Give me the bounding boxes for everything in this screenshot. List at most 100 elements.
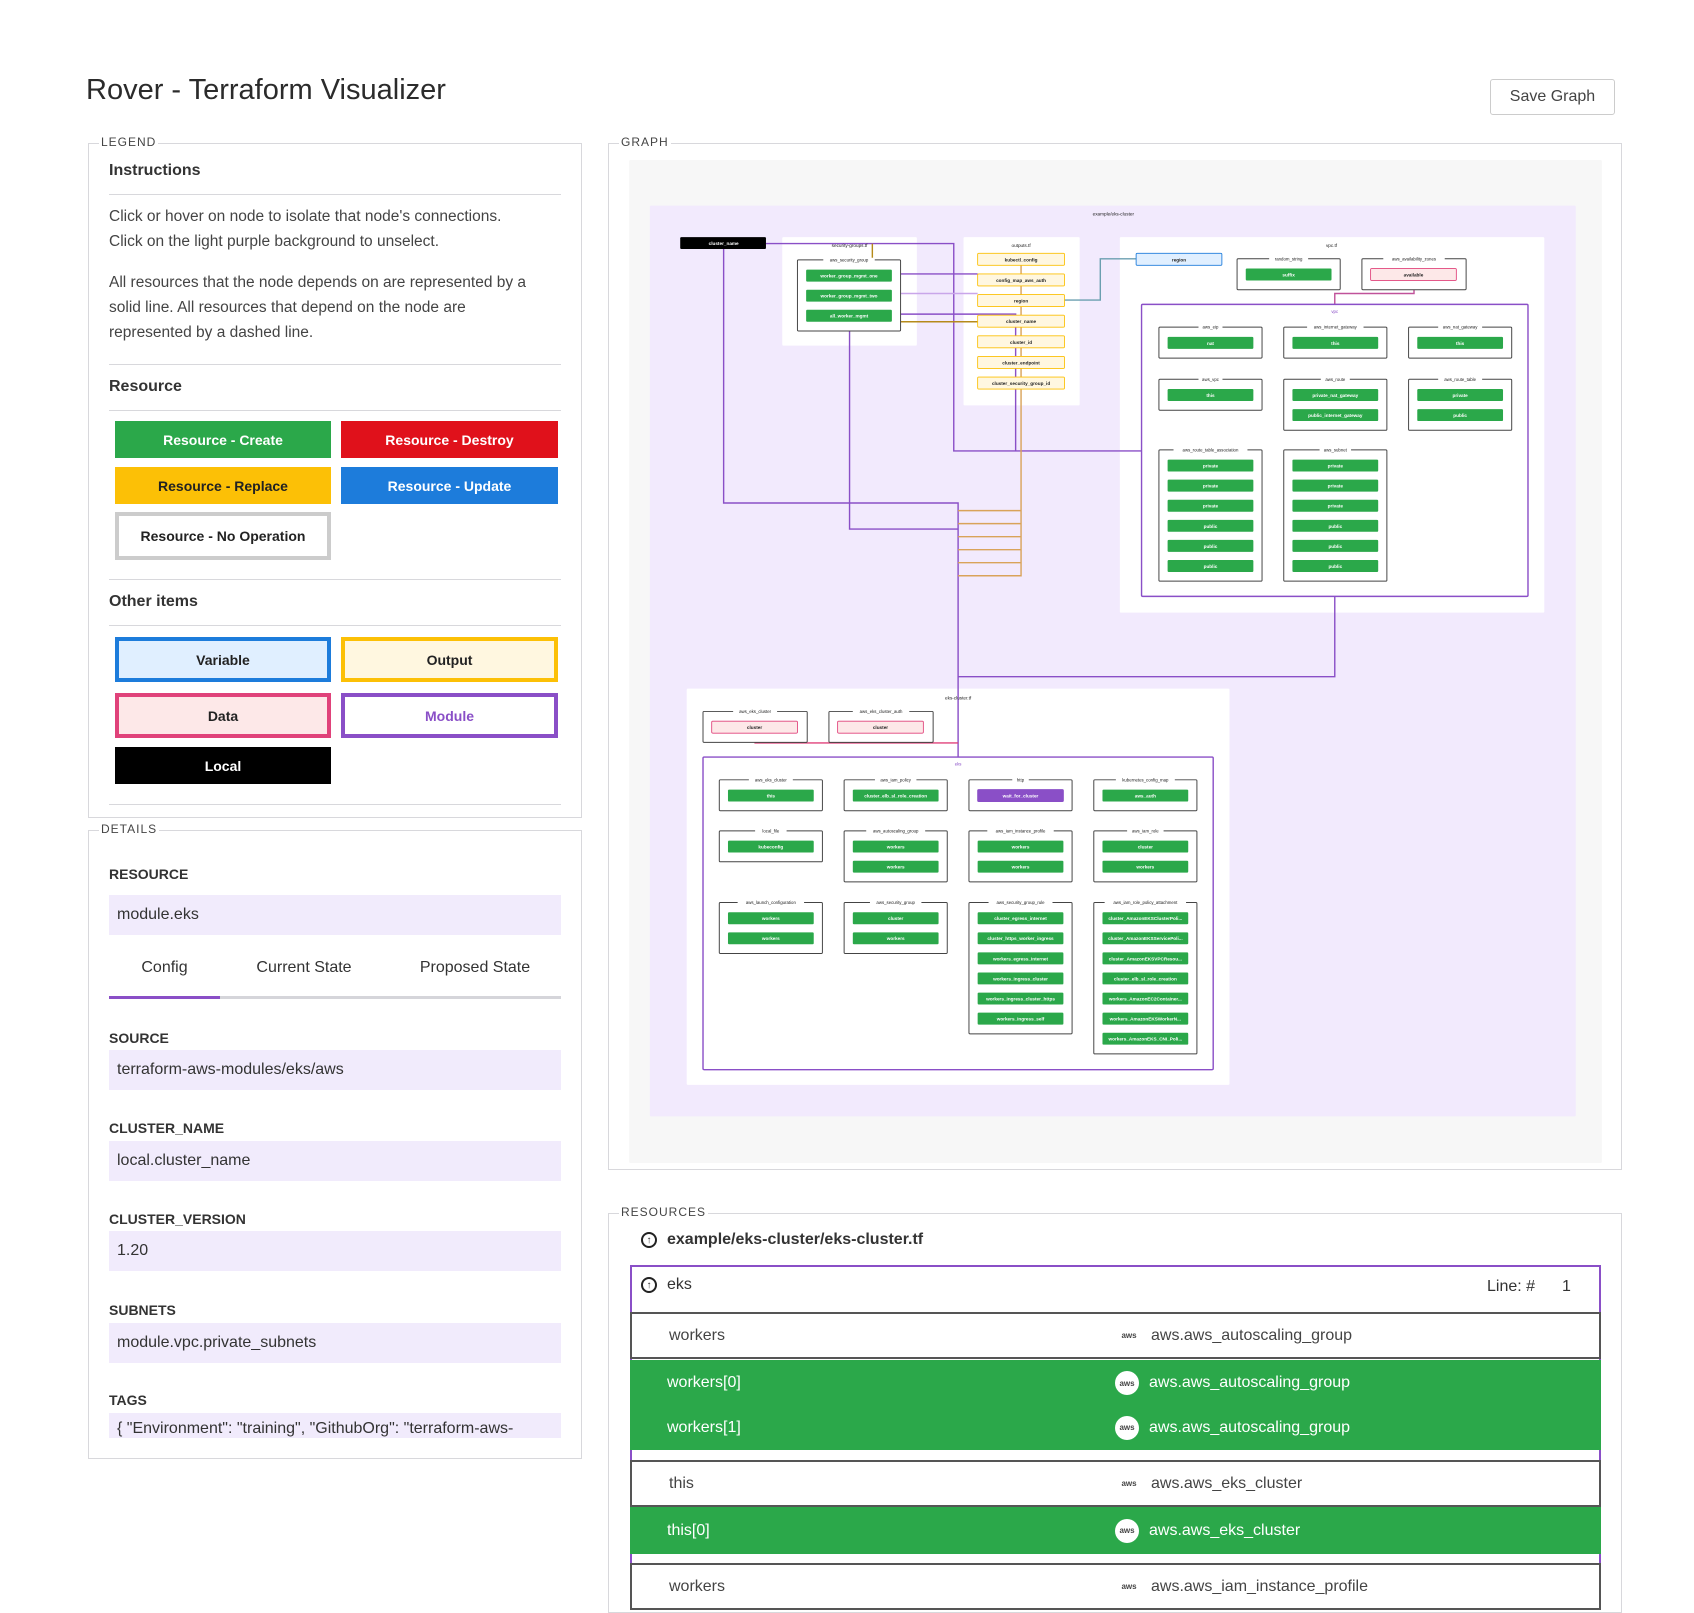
graph-node[interactable] — [1292, 389, 1379, 401]
graph-node[interactable] — [1135, 252, 1223, 266]
graph-node[interactable] — [1167, 479, 1254, 492]
graph-node[interactable] — [1167, 459, 1254, 472]
graph-node[interactable] — [977, 356, 1065, 369]
tab-proposed-state[interactable]: Proposed State — [419, 959, 531, 976]
graph-node[interactable] — [711, 720, 798, 734]
graph-node[interactable] — [977, 294, 1065, 307]
local-node[interactable] — [680, 237, 766, 250]
graph-node[interactable] — [977, 992, 1064, 1005]
graph-node[interactable] — [806, 309, 892, 322]
graph-node[interactable] — [977, 335, 1065, 349]
tab-config[interactable]: Config — [141, 959, 188, 976]
graph-node[interactable] — [1167, 519, 1254, 532]
graph-node[interactable] — [977, 912, 1064, 925]
graph-node[interactable] — [977, 314, 1065, 328]
group-label-bg — [1173, 447, 1248, 452]
graph-node[interactable] — [1102, 952, 1189, 965]
graph-node[interactable] — [727, 932, 814, 945]
module-header[interactable]: ↑ eks — [641, 1276, 692, 1294]
graph-node[interactable] — [1102, 1032, 1189, 1045]
graph-node[interactable] — [1292, 336, 1379, 349]
graph-node[interactable] — [1102, 932, 1189, 945]
resources-section-label: RESOURCES — [619, 1205, 709, 1219]
graph-node[interactable] — [1167, 539, 1254, 552]
graph-node[interactable] — [1292, 519, 1379, 532]
graph-node[interactable] — [1370, 268, 1457, 281]
module-box-eks[interactable] — [702, 756, 1214, 1071]
graph-node[interactable] — [1417, 336, 1504, 349]
graph-node[interactable] — [977, 273, 1065, 287]
graph-node-label: public — [1328, 564, 1342, 569]
resource-group — [718, 901, 823, 954]
group-label-bg — [1319, 447, 1352, 452]
graph-node[interactable] — [977, 932, 1064, 945]
graph-node[interactable] — [1292, 539, 1379, 552]
graph-node[interactable] — [727, 789, 814, 802]
graph-node[interactable] — [1102, 972, 1189, 985]
graph-node[interactable] — [1102, 1012, 1189, 1025]
graph-node[interactable] — [1102, 789, 1189, 802]
graph-node[interactable] — [1292, 479, 1379, 492]
graph-node[interactable] — [837, 720, 924, 734]
graph-node[interactable] — [852, 840, 939, 853]
graph-node[interactable] — [1292, 459, 1379, 472]
group-label: aws_iam_role — [1132, 828, 1159, 833]
graph-node[interactable] — [1102, 912, 1189, 925]
collapse-icon[interactable]: ↑ — [641, 1277, 657, 1293]
graph-node[interactable] — [1167, 389, 1254, 401]
graph-node[interactable] — [977, 952, 1064, 965]
graph-node[interactable] — [977, 376, 1065, 390]
graph-node[interactable] — [727, 840, 814, 853]
graph-node-label: private — [1328, 504, 1344, 509]
graph-node-label: public — [1328, 544, 1342, 549]
graph-node[interactable] — [1167, 499, 1254, 512]
graph-node[interactable] — [806, 269, 892, 282]
graph-node[interactable] — [1102, 840, 1189, 853]
group-label-bg — [987, 828, 1054, 834]
group-label-bg — [866, 828, 926, 834]
graph-node-label: workers_AmazonEC2Container... — [1108, 997, 1182, 1002]
graph-node[interactable] — [977, 789, 1064, 802]
legend-output: Output — [341, 637, 558, 682]
graph-node[interactable] — [977, 252, 1065, 266]
graph-node-label: suffix — [1282, 272, 1295, 277]
graph-node[interactable] — [1292, 560, 1379, 572]
graph-node[interactable] — [852, 912, 939, 925]
graph-node[interactable] — [1417, 389, 1504, 401]
graph-node[interactable] — [806, 289, 892, 302]
graph-node[interactable] — [977, 1012, 1064, 1025]
line-number: 1 — [1562, 1278, 1571, 1295]
collapse-icon[interactable]: ↑ — [641, 1232, 657, 1248]
graph-node-label: workers — [886, 865, 905, 870]
graph-node[interactable] — [852, 860, 939, 873]
save-graph-button[interactable]: Save Graph — [1490, 79, 1615, 115]
graph-node[interactable] — [1292, 409, 1379, 422]
graph-node[interactable] — [1102, 860, 1189, 873]
legend-module: Module — [341, 693, 558, 738]
graph-node[interactable] — [1292, 499, 1379, 512]
graph-node[interactable] — [1167, 560, 1254, 572]
graph-node[interactable] — [977, 972, 1064, 985]
file-header[interactable]: ↑ example/eks-cluster/eks-cluster.tf — [641, 1231, 923, 1249]
graph-node-label: kubeconfig — [758, 845, 783, 850]
graph-node[interactable] — [852, 932, 939, 945]
graph-node-label: workers_ingress_self — [996, 1017, 1045, 1022]
graph-node[interactable] — [1167, 336, 1254, 349]
graph-node-label: workers — [1011, 845, 1030, 850]
tab-current-state[interactable]: Current State — [256, 959, 352, 976]
graph-node[interactable] — [1245, 268, 1332, 281]
graph-node[interactable] — [1102, 992, 1189, 1005]
graph-node[interactable] — [727, 912, 814, 925]
graph-node-label: private — [1328, 464, 1344, 469]
graph-node[interactable] — [1417, 409, 1504, 422]
graph-node[interactable] — [977, 840, 1064, 853]
graph-node[interactable] — [852, 789, 939, 802]
graph-node[interactable] — [977, 860, 1064, 873]
